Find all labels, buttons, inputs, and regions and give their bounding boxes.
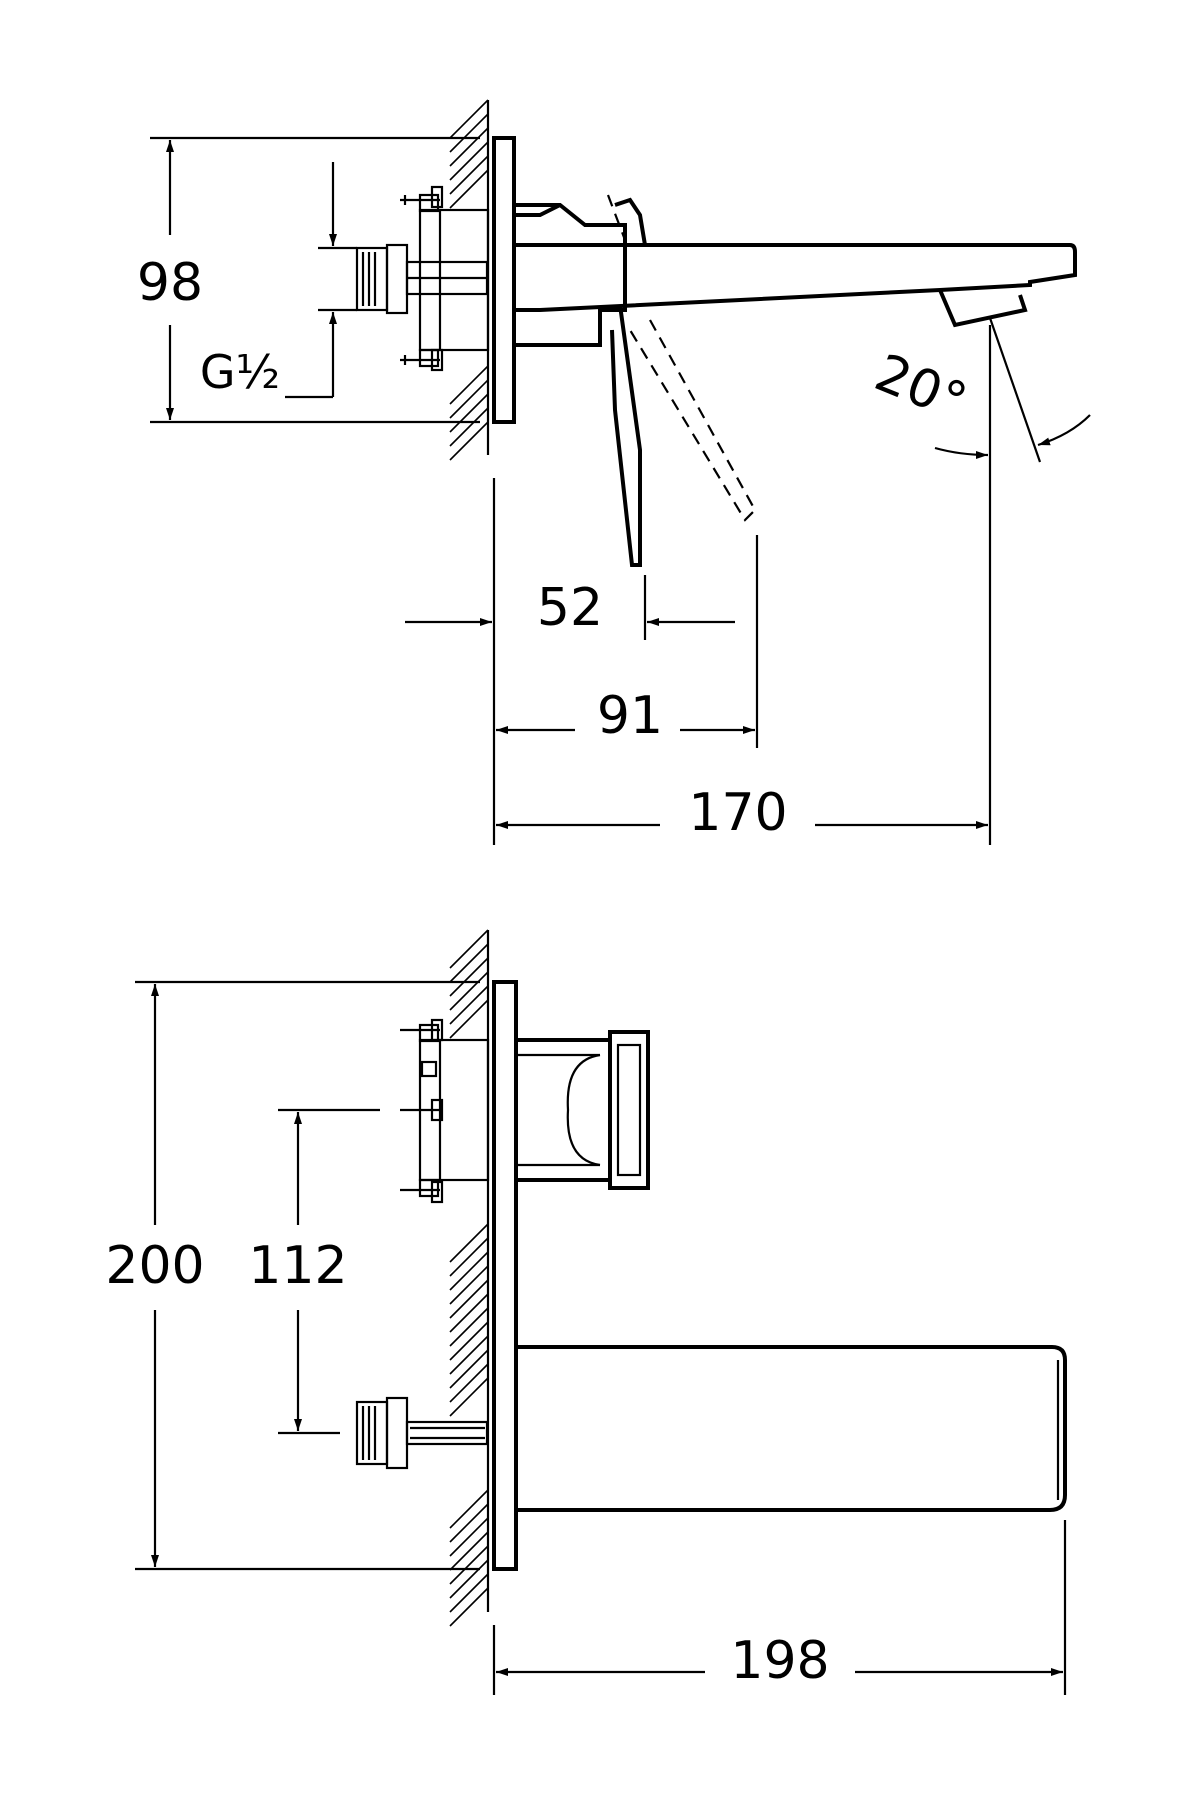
hatch-line [449,141,489,181]
hatch-line [449,99,489,139]
dim-91: 91 [496,535,759,748]
hatch-line [449,943,489,983]
hatch-line [449,407,489,447]
lever-handle-top [614,197,647,246]
hatch-line [449,1265,489,1305]
hatch-line [449,1279,489,1319]
dim-98: 98 [137,136,480,424]
dim-112-label: 112 [248,1236,347,1296]
dim-91-label: 91 [597,686,663,746]
dim-angle: 20° [867,317,1091,845]
hatch-line [449,1489,489,1529]
hatch-line [449,985,489,1025]
dim-112: 112 [248,1108,380,1435]
dim-thread: G½ [200,162,357,399]
hatch-line [449,365,489,405]
dim-52: 52 [405,478,735,845]
hatch-line [449,1377,489,1417]
mixer-body [514,203,627,347]
side-view: 98 G½ 20° 52 [137,99,1091,845]
hatch-line [449,929,489,969]
hatch-line [449,1545,489,1585]
hatch-line [449,1321,489,1361]
hatch-line [449,1503,489,1543]
hatch-line [449,1587,489,1627]
dim-198: 198 [492,1520,1067,1695]
hatch-line [449,1349,489,1389]
dim-200-label: 200 [105,1236,204,1296]
dim-170-label: 170 [688,783,787,843]
dim-98-label: 98 [137,253,203,313]
hatch-line [449,155,489,195]
front-inlet [355,1396,489,1470]
front-wall-plate [492,980,518,1571]
hatch-line [449,379,489,419]
dim-200: 200 [105,980,480,1571]
hatch-line [449,999,489,1039]
thread-label: G½ [200,345,280,399]
wall-hatch-lower [449,929,490,1627]
hatch-line [449,1363,489,1403]
lever-handle-rotated [629,319,757,522]
hatch-line [449,421,489,461]
hatch-line [449,1223,489,1263]
dim-170: 170 [496,783,988,843]
dim-52-label: 52 [537,578,603,638]
hatch-line [449,1573,489,1613]
hatch-line [449,1251,489,1291]
wall-hatch-upper [449,99,490,461]
hatch-line [449,393,489,433]
front-spout [516,1345,1067,1512]
front-view: 200 112 198 [105,929,1067,1695]
hatch-line [449,1335,489,1375]
front-lever [516,1030,650,1190]
hatch-line [449,127,489,167]
hatch-line [449,1559,489,1599]
wall-plate [492,136,516,424]
dim-198-label: 198 [730,1631,829,1691]
hatch-line [449,971,489,1011]
hatch-line [449,1307,489,1347]
hatch-line [449,1531,489,1571]
hatch-line [449,169,489,209]
hatch-line [449,957,489,997]
angle-label: 20° [867,343,975,433]
inlet-connector [355,243,489,315]
hatch-line [449,113,489,153]
spout [514,243,1077,312]
front-mounting-box [400,1018,490,1204]
lever-handle [610,304,642,567]
hatch-line [449,1237,489,1277]
hatch-line [449,1293,489,1333]
hatch-line [449,1517,489,1557]
